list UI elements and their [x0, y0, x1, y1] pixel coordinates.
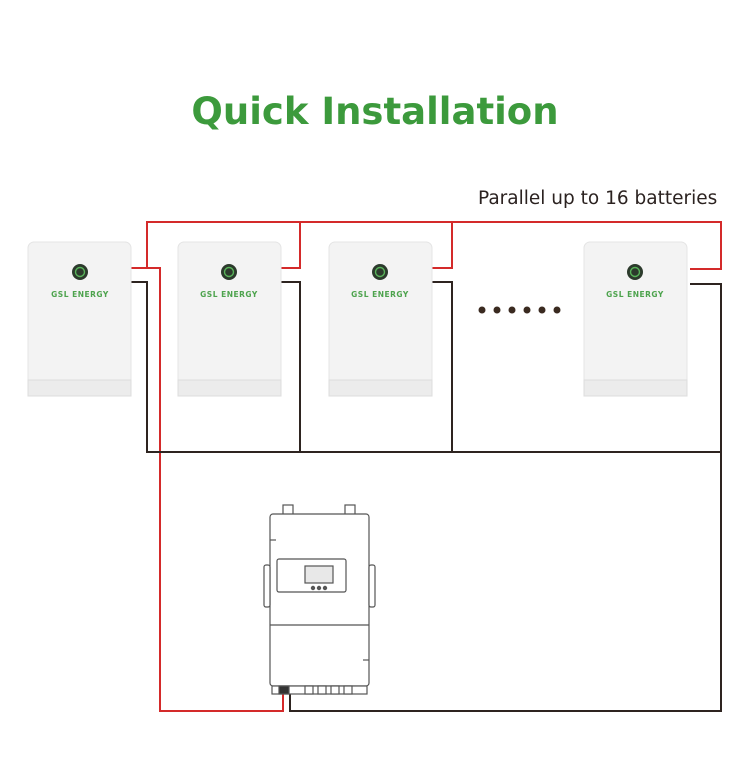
battery-2: GSL ENERGY — [177, 241, 282, 397]
battery-3-brand: GSL ENERGY — [351, 290, 409, 299]
dark-link-2 — [281, 281, 301, 452]
positive-wires — [131, 221, 722, 712]
negative-wires — [131, 281, 722, 712]
battery-1: GSL ENERGY — [27, 241, 132, 397]
battery-4-brand: GSL ENERGY — [606, 290, 664, 299]
battery-2-brand: GSL ENERGY — [200, 290, 258, 299]
page-title: Quick Installation — [191, 90, 559, 133]
inverter — [263, 504, 376, 695]
dark-inverter-lead — [289, 283, 722, 712]
battery-1-brand: GSL ENERGY — [51, 290, 109, 299]
battery-3: GSL ENERGY — [328, 241, 433, 397]
red-inverter-lead — [131, 267, 284, 712]
dark-bus — [131, 281, 721, 453]
battery-4: GSL ENERGY — [583, 241, 688, 397]
red-top-bus — [146, 221, 722, 270]
ellipsis-dots — [478, 306, 561, 314]
parallel-caption: Parallel up to 16 batteries — [478, 188, 718, 209]
red-link-3 — [432, 222, 453, 269]
dark-link-3 — [432, 281, 453, 452]
red-link-2 — [281, 222, 301, 269]
